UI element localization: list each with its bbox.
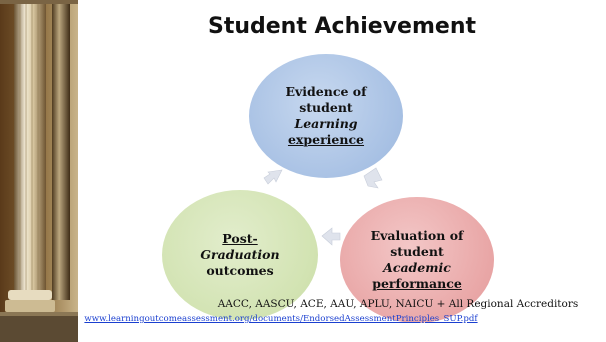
cycle-arrow-icon [363, 167, 383, 189]
slide-title: Student Achievement [207, 14, 476, 39]
accreditors-footer: AACC, AASCU, ACE, AAU, APLU, NAICU + All… [217, 298, 579, 310]
circle-text-line: Evaluation of [370, 228, 464, 243]
circle-text-line: experience [287, 132, 365, 147]
circle-text-line: Post- [222, 231, 258, 246]
cycle-arrow-icon [321, 227, 341, 246]
academic-performance-circle: Evaluation of student Academic performan… [340, 197, 494, 323]
circle-text-line: student [299, 100, 353, 115]
circle-text-line: Learning [294, 116, 358, 131]
circle-text-line: outcomes [206, 263, 274, 278]
cycle-arrows [263, 167, 383, 246]
circle-text-line: Evidence of [285, 84, 367, 99]
classical-columns-image [0, 0, 78, 342]
post-graduation-circle: Post- Graduation outcomes [162, 190, 318, 320]
slide-content: Student Achievement Evidence of student … [78, 0, 606, 342]
cycle-arrow-icon [263, 169, 283, 185]
circle-text-line: performance [372, 276, 462, 291]
evidence-learning-circle: Evidence of student Learning experience [249, 54, 403, 178]
circle-text-line: Graduation [200, 247, 280, 262]
circle-text-line: student [390, 244, 444, 259]
circle-text-line: Academic [383, 260, 451, 275]
principles-link[interactable]: www.learningoutcomeassessment.org/docume… [84, 314, 478, 324]
